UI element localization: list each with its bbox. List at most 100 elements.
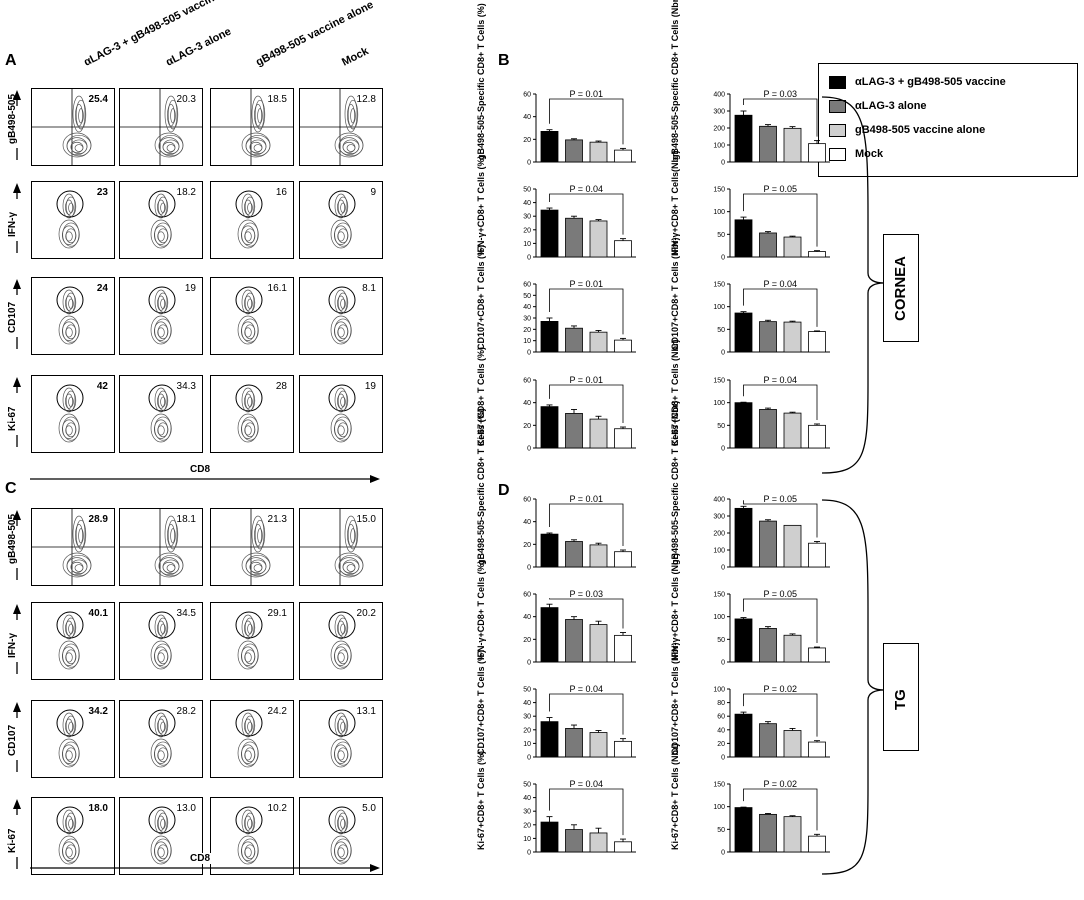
y-tick-label: 20 <box>717 741 725 748</box>
row-axis-arrow <box>13 377 21 447</box>
gate-circle <box>235 806 263 834</box>
bar <box>783 236 802 258</box>
contour-line <box>68 721 74 732</box>
y-tick-label: 40 <box>523 114 531 121</box>
y-tick-label: 80 <box>717 700 725 707</box>
flow-value: 12.8 <box>356 94 376 105</box>
y-tick-label: 40 <box>717 727 725 734</box>
y-tick-label: 0 <box>527 350 531 357</box>
p-value: P = 0.04 <box>569 779 603 789</box>
panel-label-d: D <box>498 482 510 499</box>
flow-value: 13.1 <box>356 706 376 717</box>
contour-line <box>337 847 345 858</box>
bar <box>565 728 583 758</box>
bar <box>540 321 559 353</box>
contour-line <box>157 425 165 436</box>
bar <box>808 251 826 258</box>
gate-circle <box>235 286 263 314</box>
flow-value: 40.1 <box>88 608 108 619</box>
legend-swatch <box>829 123 846 137</box>
gate-circle <box>235 384 263 412</box>
bar <box>589 732 608 758</box>
cd8-arrow-c <box>30 864 380 872</box>
contour-line <box>340 298 346 309</box>
contour-line <box>350 528 356 544</box>
contour-line <box>244 815 252 831</box>
bar <box>808 542 826 568</box>
contour-line <box>254 524 262 547</box>
cd8-arrow-a <box>30 475 380 483</box>
contour-line <box>157 750 165 761</box>
legend-swatch <box>829 75 846 89</box>
bar <box>783 634 802 663</box>
gate-circle <box>328 806 356 834</box>
gate-circle <box>328 190 356 218</box>
contour-line <box>244 812 256 833</box>
bar <box>589 220 608 258</box>
flow-plot: 28.2 <box>119 700 203 778</box>
bar <box>734 114 753 163</box>
contour-line <box>244 292 256 313</box>
y-tick-label: 20 <box>523 542 531 549</box>
bar <box>589 331 608 353</box>
y-axis-label: gB498-505-Specific CD8+ T Cells (Nbr) <box>670 0 680 160</box>
contour-line <box>157 815 165 831</box>
y-tick-label: 200 <box>713 531 725 538</box>
significance-bracket <box>549 788 624 836</box>
bar <box>759 813 777 853</box>
flow-value: 20.3 <box>176 94 196 105</box>
y-tick-label: 0 <box>721 850 725 857</box>
contour-line <box>241 809 255 835</box>
y-tick-label: 100 <box>713 548 725 555</box>
contour-line <box>257 108 263 124</box>
significance-bracket <box>549 384 624 424</box>
gate-circle <box>328 286 356 314</box>
contour-line <box>251 95 265 133</box>
bar <box>565 619 583 663</box>
contour-line <box>65 196 77 217</box>
flow-plot: 25.4 <box>31 88 115 166</box>
contour-line <box>62 193 76 219</box>
contour-line <box>154 387 168 413</box>
contour-line <box>334 387 348 413</box>
column-title-mock: Mock <box>340 45 371 69</box>
contour-line <box>65 231 73 242</box>
gate-circle <box>148 611 176 639</box>
flow-plot: 28 <box>210 375 294 453</box>
contour-line <box>244 425 252 436</box>
y-tick-label: 60 <box>523 378 531 385</box>
row-axis-arrow <box>13 279 21 349</box>
y-tick-label: 10 <box>523 241 531 248</box>
flow-value: 9 <box>370 187 376 198</box>
significance-bracket <box>549 98 624 145</box>
bar <box>540 721 559 758</box>
bar <box>808 424 826 449</box>
contour-line <box>157 390 169 411</box>
bar <box>734 713 753 758</box>
y-tick-label: 300 <box>713 514 725 521</box>
bar <box>565 327 583 353</box>
bar <box>540 821 559 853</box>
contour-line <box>347 524 355 547</box>
contour-line <box>334 809 348 835</box>
row-axis-arrow <box>13 702 21 772</box>
bar <box>565 413 583 449</box>
gate-circle <box>56 190 84 218</box>
contour-line <box>337 196 349 217</box>
y-tick-label: 20 <box>523 637 531 644</box>
legend-label: gB498-505 vaccine alone <box>855 124 986 136</box>
y-tick-label: 0 <box>527 565 531 572</box>
contour-line <box>78 528 84 544</box>
bar <box>808 741 826 758</box>
flow-plot: 24.2 <box>210 700 294 778</box>
flow-plot: 15.0 <box>299 508 383 586</box>
y-tick-label: 0 <box>527 255 531 262</box>
